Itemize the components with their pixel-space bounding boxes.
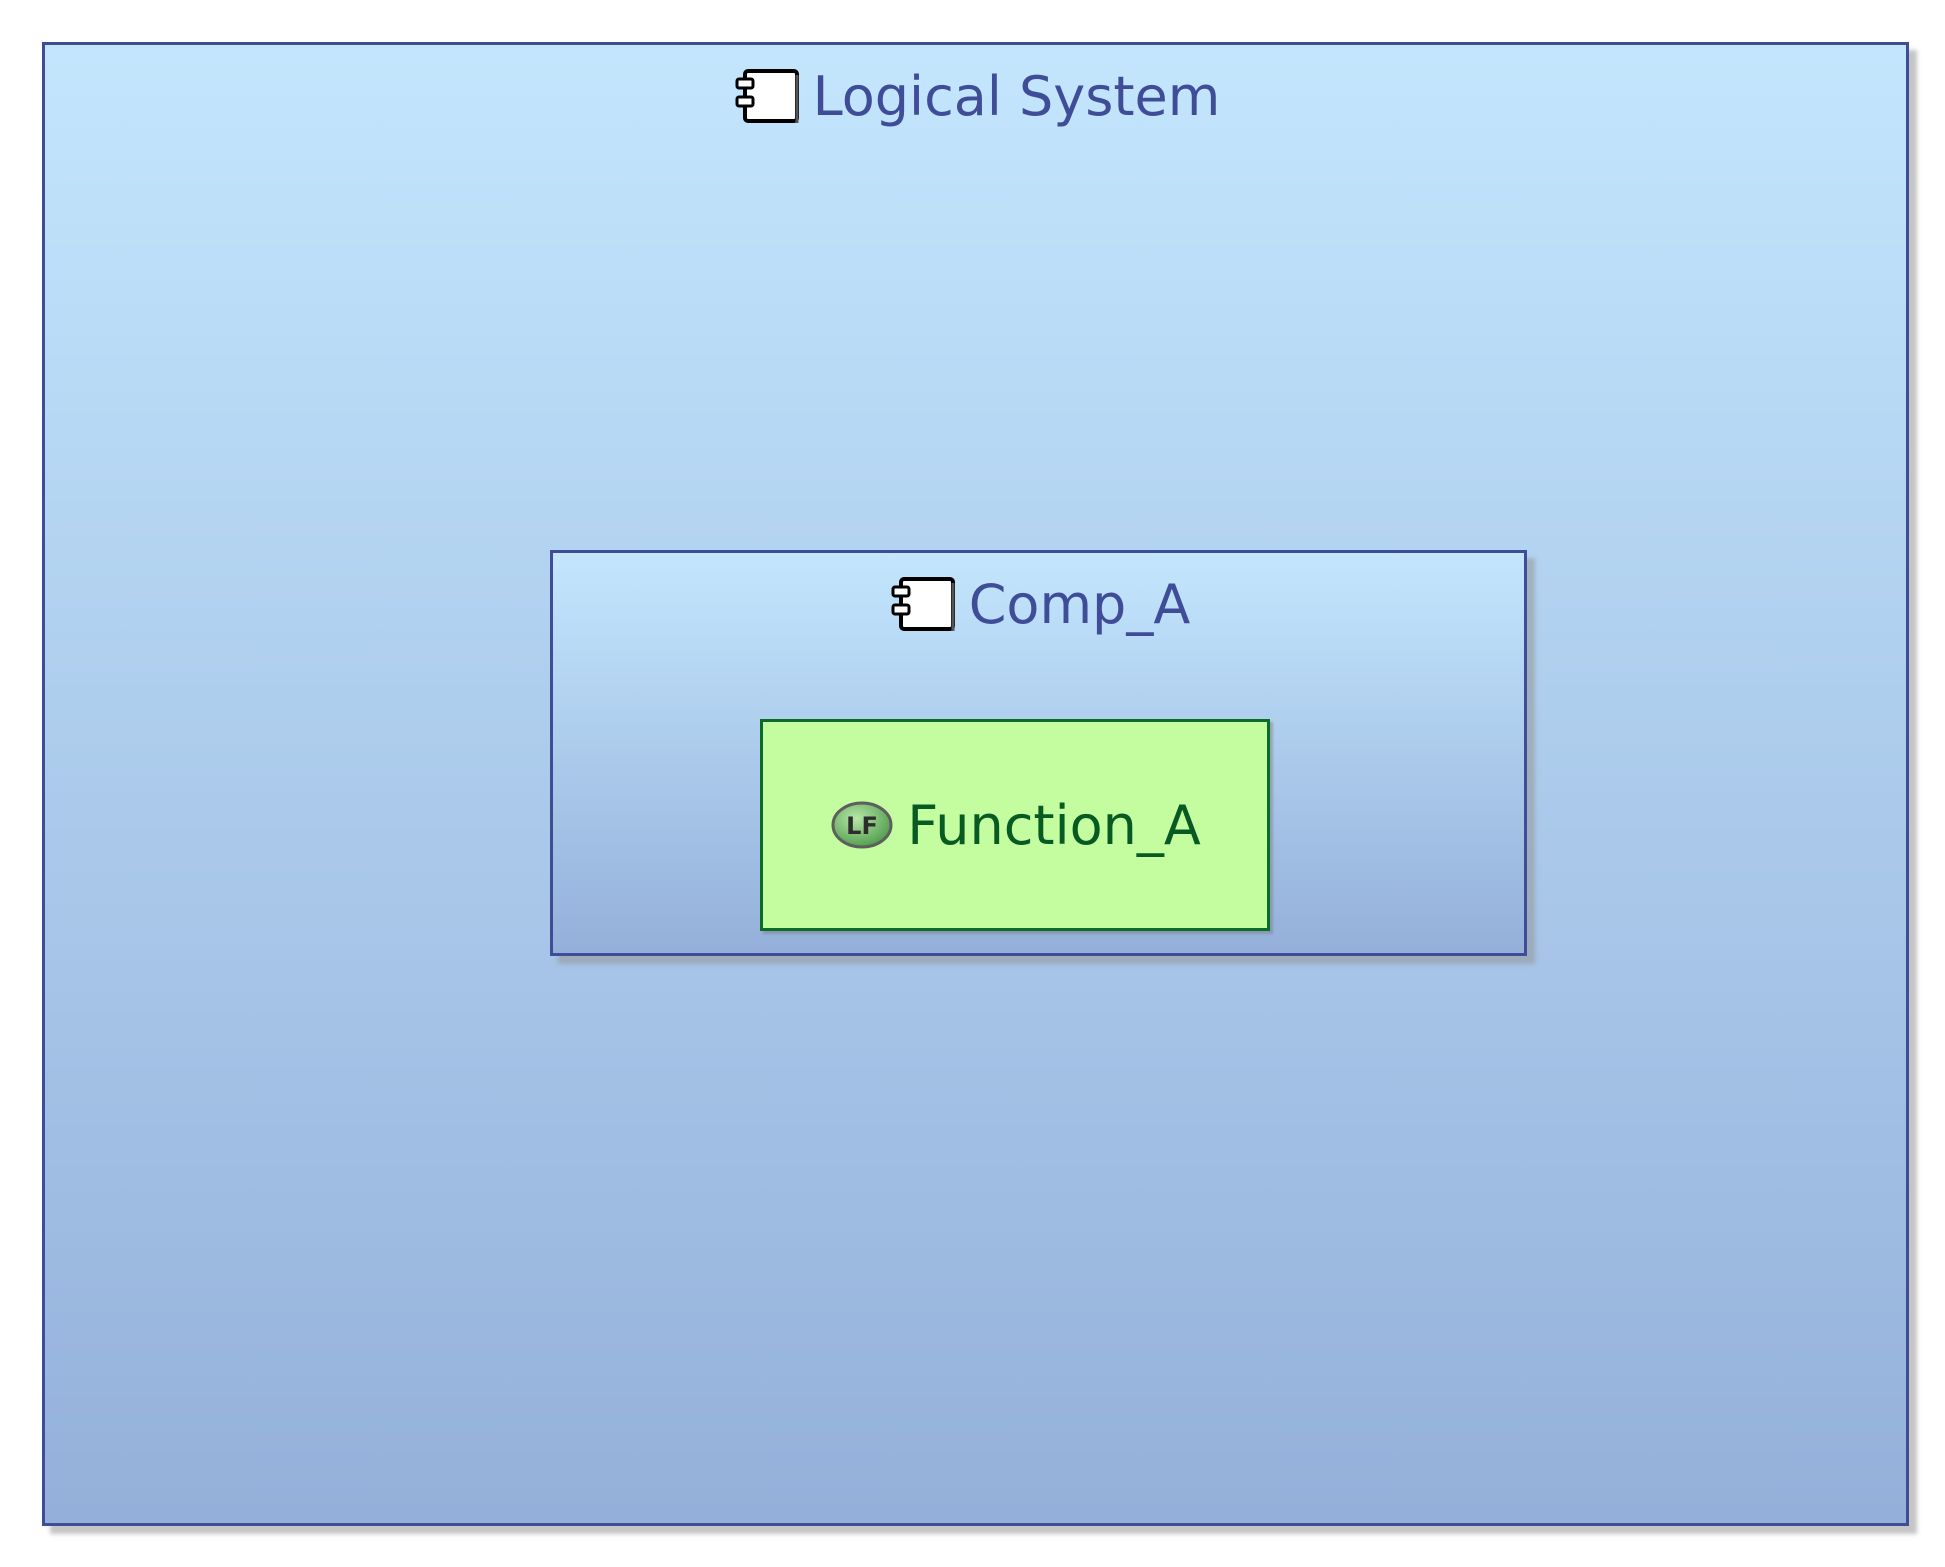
component-icon [891, 577, 955, 631]
comp-a-header: Comp_A [553, 575, 1524, 635]
lf-icon-text: LF [846, 812, 878, 840]
logical-system-label: Logical System [812, 65, 1221, 128]
component-icon [735, 69, 799, 123]
logical-system-header: Logical System [45, 67, 1906, 127]
function-a-label: Function_A [907, 793, 1201, 857]
comp-a-label: Comp_A [968, 573, 1191, 636]
logical-function-icon: LF [831, 801, 893, 849]
function-a-box[interactable]: LF Function_A [760, 719, 1270, 931]
